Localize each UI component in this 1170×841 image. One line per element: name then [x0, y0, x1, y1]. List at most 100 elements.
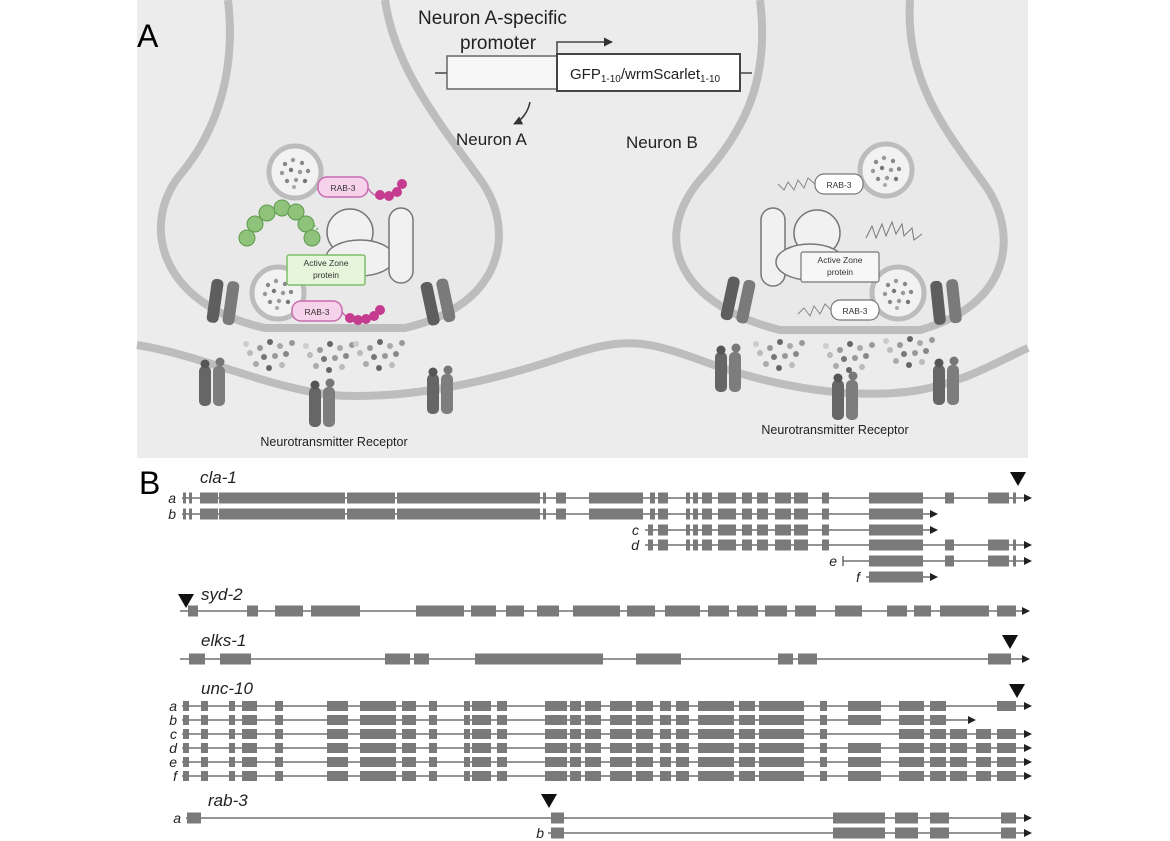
- exon: [347, 508, 395, 520]
- exon: [930, 757, 946, 767]
- exon: [416, 605, 464, 617]
- reporter-construct-label: GFP1-10/wrmScarlet1-10: [570, 66, 721, 85]
- exon: [848, 715, 881, 725]
- exon: [686, 524, 690, 536]
- gene-name-syd-2: syd-2: [201, 585, 243, 604]
- exon: [759, 771, 804, 781]
- exon: [497, 701, 507, 711]
- exon: [183, 492, 186, 504]
- promoter-construct: [435, 37, 752, 125]
- exon: [471, 605, 496, 617]
- neuron-b-label: Neuron B: [626, 133, 698, 152]
- exon: [183, 508, 186, 520]
- exon: [610, 701, 632, 711]
- exon: [229, 729, 235, 739]
- exon: [930, 743, 946, 753]
- neuron-b-terminal: [672, 0, 1008, 334]
- isoform-label: f: [173, 768, 179, 784]
- exon: [497, 757, 507, 767]
- exon: [397, 492, 540, 504]
- exon: [997, 701, 1016, 711]
- exon: [247, 605, 258, 617]
- exon: [327, 771, 348, 781]
- exon: [698, 729, 734, 739]
- exon: [658, 492, 668, 504]
- active-zone-label-line1: Active Zone: [818, 255, 863, 265]
- exon: [795, 605, 816, 617]
- exon: [360, 757, 396, 767]
- exon: [585, 701, 601, 711]
- exon: [686, 539, 690, 551]
- exon: [737, 605, 758, 617]
- active-zone-label-line1: Active Zone: [304, 258, 349, 268]
- exon: [402, 743, 416, 753]
- exon: [573, 605, 620, 617]
- exon: [775, 539, 791, 551]
- exon: [464, 729, 470, 739]
- exon: [183, 771, 189, 781]
- active-zone-label-line2: protein: [827, 267, 853, 277]
- arrow-icon: [1024, 744, 1032, 752]
- gene-models: cla-1abcdefsyd-2elks-1unc-10abcdefrab-3a…: [168, 468, 1032, 841]
- exon: [429, 757, 437, 767]
- exon: [402, 729, 416, 739]
- exon: [311, 605, 360, 617]
- exon: [693, 539, 698, 551]
- exon: [899, 729, 924, 739]
- exon: [718, 539, 736, 551]
- arrow-icon: [930, 573, 938, 581]
- exon: [360, 771, 396, 781]
- exon: [545, 729, 567, 739]
- receptor-label-b: Neurotransmitter Receptor: [761, 423, 908, 437]
- exon: [275, 605, 303, 617]
- exon: [930, 715, 946, 725]
- exon: [551, 827, 564, 839]
- exon: [887, 605, 907, 617]
- exon: [775, 492, 791, 504]
- exon: [464, 715, 470, 725]
- exon: [189, 492, 192, 504]
- exon: [327, 701, 348, 711]
- exon: [242, 715, 257, 725]
- exon: [686, 492, 690, 504]
- exon: [757, 492, 768, 504]
- exon: [636, 757, 653, 767]
- exon: [976, 757, 991, 767]
- exon: [820, 715, 827, 725]
- exon: [429, 701, 437, 711]
- rab3-label-top: RAB-3: [330, 183, 355, 193]
- exon: [757, 508, 768, 520]
- exon: [950, 771, 967, 781]
- exon: [930, 701, 946, 711]
- exon: [739, 757, 755, 767]
- exon: [945, 539, 954, 551]
- exon: [610, 757, 632, 767]
- exon: [976, 771, 991, 781]
- exon: [472, 771, 491, 781]
- exon: [360, 743, 396, 753]
- exon: [869, 524, 923, 536]
- gene-name-elks-1: elks-1: [201, 631, 246, 650]
- insertion-site-triangle-icon: [178, 594, 194, 608]
- exon: [183, 701, 189, 711]
- exon: [660, 729, 671, 739]
- exon: [950, 743, 967, 753]
- exon: [464, 743, 470, 753]
- exon: [636, 653, 681, 665]
- isoform-label: a: [168, 490, 176, 506]
- exon: [988, 492, 1009, 504]
- exon: [570, 757, 581, 767]
- exon: [899, 757, 924, 767]
- exon: [545, 771, 567, 781]
- exon: [869, 571, 923, 583]
- exon: [537, 605, 559, 617]
- exon: [739, 715, 755, 725]
- exon: [187, 812, 201, 824]
- exon: [636, 771, 653, 781]
- exon: [229, 701, 235, 711]
- exon: [698, 757, 734, 767]
- exon: [497, 729, 507, 739]
- isoform-label: e: [169, 754, 177, 770]
- exon: [757, 524, 768, 536]
